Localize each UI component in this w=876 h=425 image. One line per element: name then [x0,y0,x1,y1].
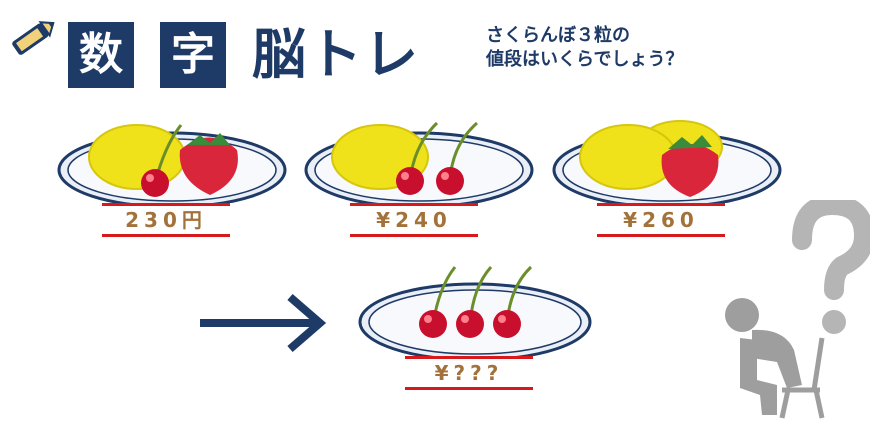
cherry [141,124,183,197]
question-line-1: さくらんぼ３粒の [486,25,630,46]
chair [779,337,825,419]
strawberry [179,133,238,195]
plate-4 [358,265,592,362]
cherry [396,121,439,195]
price-label-2: ¥240 [350,203,478,237]
question-text: さくらんぼ３粒の 値段はいくらでしょう？ [486,24,683,72]
pencil-icon [12,21,55,55]
cherry [419,266,457,338]
question-mark-icon [792,200,870,334]
price-label-4: ¥??? [405,356,533,390]
cherry [493,265,533,338]
plate-2 [304,121,534,209]
right-arrow-icon [200,293,327,353]
plate-1 [57,124,287,209]
plate-3 [552,120,782,209]
title-char-box-2: 字 [160,22,226,88]
cherry [456,265,493,338]
title-text: 脳トレ [252,23,420,86]
lemon [88,124,186,190]
title-char-box-1: 数 [68,22,134,88]
price-label-3: ¥260 [597,203,725,237]
price-label-1: 230円 [102,203,230,237]
lemon [579,124,677,190]
cherry [436,121,478,195]
strawberry [661,135,719,197]
question-line-2: 値段はいくらでしょう？ [486,49,684,70]
thinking-person-icon [725,298,825,419]
